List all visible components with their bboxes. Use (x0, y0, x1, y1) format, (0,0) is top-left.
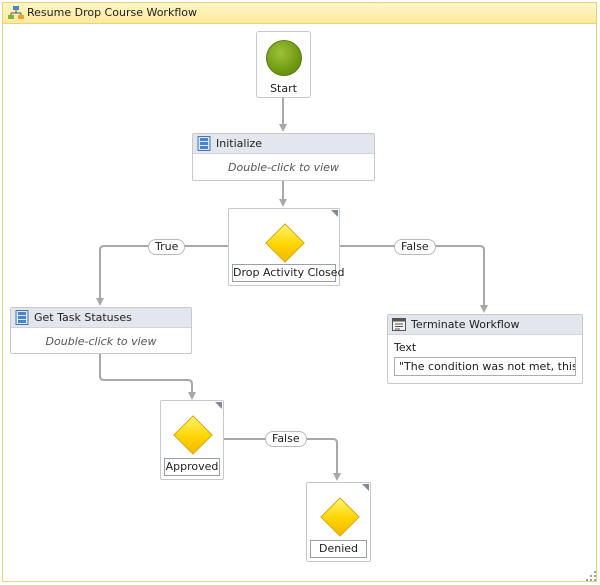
corner-expander-icon[interactable] (331, 210, 338, 217)
flow-decision-icon (265, 223, 305, 263)
connector-approved-false (224, 438, 341, 481)
approved-decision[interactable]: Approved (160, 400, 224, 480)
connector-decision-false (340, 245, 488, 313)
get-task-statuses-title: Get Task Statuses (34, 311, 132, 324)
false-branch-label: False (394, 239, 436, 255)
flow-decision-icon (173, 415, 213, 455)
denied-label: Denied (310, 540, 367, 558)
get-task-statuses-expand-hint: Double-click to view (45, 335, 157, 348)
sequence-activity-icon (197, 136, 211, 151)
terminate-workflow-title: Terminate Workflow (411, 318, 520, 331)
connector-decision-true (96, 245, 228, 306)
connector-tasks-approved (99, 354, 196, 400)
get-task-statuses-header: Get Task Statuses (11, 308, 191, 328)
approved-false-branch-label: False (265, 431, 307, 447)
approved-label: Approved (164, 458, 220, 476)
terminate-workflow-header: Terminate Workflow (388, 315, 582, 335)
terminate-reason-input[interactable]: "The condition was not met, this is r (394, 357, 576, 376)
start-node[interactable]: Start (256, 31, 311, 98)
drop-activity-closed-label: Drop Activity Closed (232, 264, 345, 282)
corner-expander-icon[interactable] (362, 484, 369, 491)
start-label: Start (270, 82, 297, 95)
terminate-workflow-activity[interactable]: Terminate Workflow Text "The condition w… (387, 314, 583, 384)
start-circle-icon (266, 40, 302, 76)
workflow-header[interactable]: Resume Drop Course Workflow (3, 3, 596, 24)
true-branch-label: True (148, 239, 186, 255)
initialize-title: Initialize (216, 137, 263, 150)
flow-decision-icon (320, 497, 360, 537)
terminate-workflow-icon (392, 318, 406, 331)
drop-activity-closed-decision[interactable]: Drop Activity Closed (228, 208, 345, 286)
sequence-activity-icon (15, 310, 29, 325)
denied-decision[interactable]: Denied (306, 482, 371, 562)
text-property-label: Text (394, 341, 417, 354)
initialize-expand-hint: Double-click to view (228, 161, 339, 174)
workflow-title: Resume Drop Course Workflow (27, 6, 197, 19)
corner-expander-icon[interactable] (215, 402, 222, 409)
get-task-statuses-activity[interactable]: Get Task Statuses Double-click to view (10, 307, 192, 354)
initialize-activity[interactable]: Initialize Double-click to view (192, 133, 375, 181)
workflow-sequence-icon (8, 6, 24, 19)
resize-grip-icon[interactable] (586, 571, 596, 581)
initialize-header: Initialize (193, 134, 374, 154)
